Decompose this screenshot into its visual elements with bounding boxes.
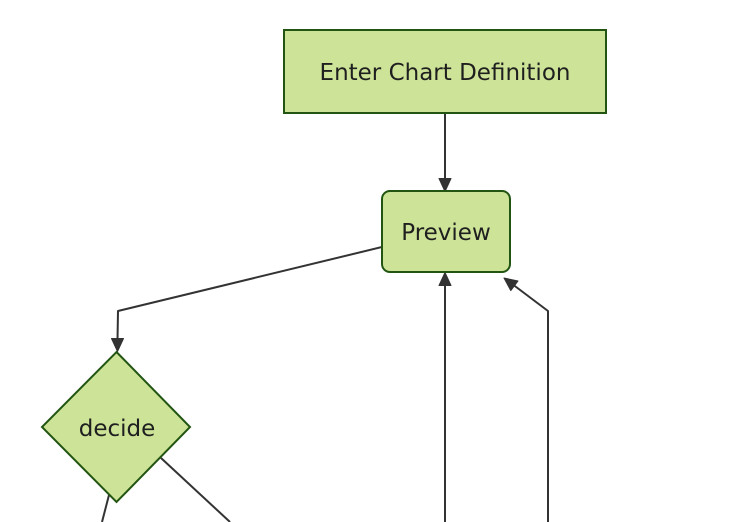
arrowhead-up-icon bbox=[438, 272, 452, 286]
edge-decide-to-bottom-right bbox=[160, 457, 231, 522]
edge-line bbox=[101, 494, 110, 522]
node-preview-label: Preview bbox=[401, 220, 491, 246]
node-preview: Preview bbox=[381, 190, 511, 273]
edge-line bbox=[116, 246, 383, 341]
edge-line bbox=[512, 284, 549, 522]
node-enter-chart-definition-label: Enter Chart Definition bbox=[320, 60, 571, 86]
edge-preview-to-decide bbox=[111, 246, 383, 352]
node-preview-shape bbox=[381, 190, 511, 273]
edge-bottom-right-to-preview bbox=[503, 277, 549, 522]
edge-line bbox=[160, 457, 231, 522]
edge-decide-to-bottom-left bbox=[101, 494, 110, 522]
arrowhead-down-icon bbox=[111, 338, 124, 352]
node-enter-chart-definition-shape bbox=[283, 29, 607, 114]
node-decide: decide bbox=[40, 350, 192, 504]
edge-enter-to-preview bbox=[438, 113, 452, 192]
arrowhead-down-icon bbox=[438, 178, 452, 192]
node-decide-shape bbox=[40, 350, 192, 504]
node-enter-chart-definition: Enter Chart Definition bbox=[283, 29, 607, 114]
arrowhead-up-left-icon bbox=[503, 277, 519, 292]
edge-bottom-to-preview bbox=[438, 272, 452, 522]
node-decide-label: decide bbox=[79, 416, 156, 442]
